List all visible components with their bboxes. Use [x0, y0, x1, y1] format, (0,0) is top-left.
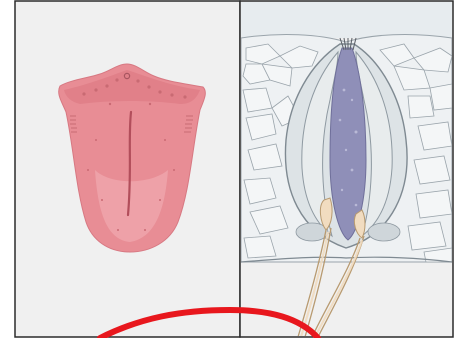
epithelium-surface — [241, 2, 452, 38]
left-panel — [15, 1, 240, 337]
right-panel — [240, 1, 453, 337]
